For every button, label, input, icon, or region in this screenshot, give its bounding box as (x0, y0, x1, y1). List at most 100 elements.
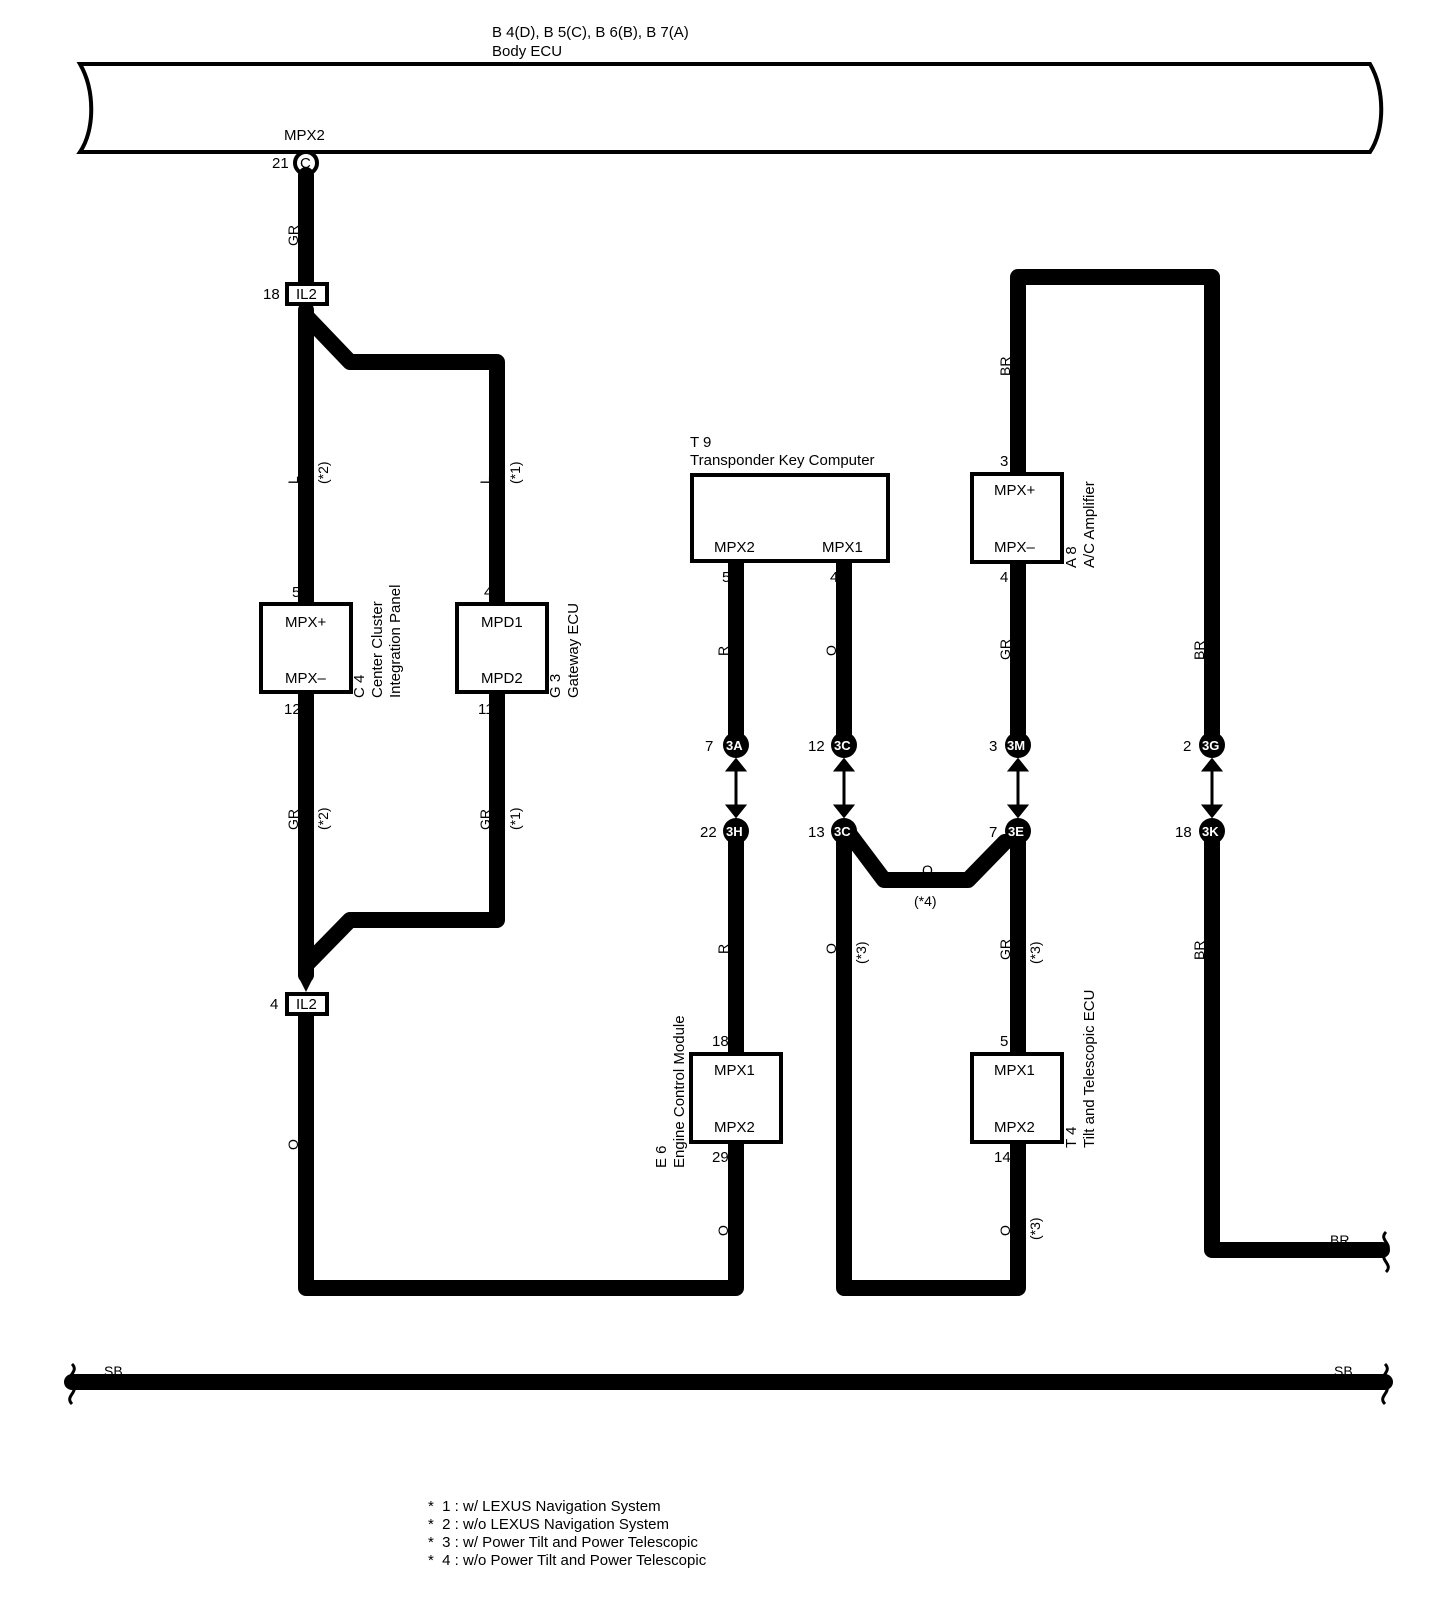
il2-top-box (285, 282, 329, 306)
connector-3a: 3A 7 (705, 732, 749, 758)
connector-3c-top: 3C 12 (808, 732, 857, 758)
label-v4: (*4) (914, 893, 937, 909)
footnotes: * 1 : w/ LEXUS Navigation System * 2 : w… (428, 1498, 706, 1570)
il2-bottom-label: IL2 (296, 996, 317, 1013)
label-o-3: O (823, 943, 839, 954)
mating-arrows (724, 757, 1224, 819)
label-r-1: R (715, 646, 731, 656)
label-o-1: O (285, 1139, 301, 1150)
label-sb-right: SB (1334, 1363, 1353, 1379)
t4-code: T 4 (1063, 1127, 1080, 1148)
connector-3g-pin: 2 (1183, 738, 1191, 755)
label-v2-2: (*2) (315, 807, 331, 830)
body-ecu-connector-list: B 4(D), B 5(C), B 6(B), B 7(A) (492, 24, 689, 41)
label-gr-5: GR (997, 939, 1013, 960)
t4-name: Tilt and Telescopic ECU (1081, 990, 1098, 1148)
connector-3g: 3G 2 (1183, 732, 1225, 758)
e6-pin-bottom: 29 (712, 1149, 729, 1166)
il2-bottom-arrow (298, 976, 314, 992)
label-br-2: BR (1191, 641, 1207, 660)
connector-3m-label: 3M (1007, 738, 1025, 753)
connector-3h-pin: 22 (700, 824, 717, 841)
a8-pin-bottom: 4 (1000, 569, 1008, 586)
connector-3c-top-label: 3C (834, 738, 851, 753)
c4-pin-top: 5 (292, 584, 300, 601)
e6-box (689, 1052, 783, 1144)
wire-br-a8-loop (1010, 269, 1220, 742)
label-gr-3: GR (477, 809, 493, 830)
a8-top-terminal: MPX+ (994, 482, 1036, 499)
label-v3-2: (*3) (1027, 941, 1043, 964)
c4-top-terminal: MPX+ (285, 614, 327, 631)
connector-3h-label: 3H (726, 824, 743, 839)
a8-bottom-terminal: MPX– (994, 539, 1036, 556)
connector-3m-pin: 3 (989, 738, 997, 755)
e6-pin-top: 18 (712, 1033, 729, 1050)
body-ecu-terminal-label: MPX2 (284, 127, 325, 144)
t9-name: Transponder Key Computer (690, 452, 875, 469)
label-l-2: L (477, 476, 493, 484)
label-br-1: BR (997, 357, 1013, 376)
c4-bottom-terminal: MPX– (285, 670, 327, 687)
label-br-3: BR (1191, 941, 1207, 960)
wire-l-branch-to-g3 (298, 308, 505, 612)
c4-box (259, 602, 353, 694)
label-gr-2: GR (285, 809, 301, 830)
footnote-1: * 1 : w/ LEXUS Navigation System (428, 1498, 661, 1515)
footnote-3: * 3 : w/ Power Tilt and Power Telescopic (428, 1534, 698, 1551)
body-ecu-pin: 21 (272, 155, 289, 172)
wires (64, 167, 1393, 1390)
label-l-1: L (285, 476, 301, 484)
connector-3c-bottom-label: 3C (834, 824, 851, 839)
break-symbol-br (1382, 1230, 1390, 1274)
connector-3e: 3E 7 (989, 818, 1031, 844)
a8-pin-top: 3 (1000, 453, 1008, 470)
label-v1-2: (*1) (507, 807, 523, 830)
wire-br-3k-exit (1204, 824, 1390, 1258)
t9-box (690, 473, 890, 563)
c4-name-line1: Center Cluster (369, 601, 386, 698)
e6-name: Engine Control Module (671, 1015, 688, 1168)
label-r-2: R (715, 944, 731, 954)
connector-3g-label: 3G (1202, 738, 1219, 753)
il2-bottom-box (285, 992, 329, 1016)
connector-3e-label: 3E (1008, 824, 1024, 839)
a8-name: A/C Amplifier (1081, 481, 1098, 568)
c4-code: C 4 (351, 675, 368, 698)
connector-3a-pin: 7 (705, 738, 713, 755)
label-o-horizontal: O (922, 862, 933, 878)
g3-pin-bottom: 11 (478, 701, 494, 718)
label-o-5: O (997, 1225, 1013, 1236)
il2-top-pin: 18 (263, 286, 280, 303)
e6-code: E 6 (653, 1145, 670, 1168)
label-v3-3: (*3) (1027, 1217, 1043, 1240)
t4-box (970, 1052, 1064, 1144)
label-v3-1: (*3) (853, 941, 869, 964)
connector-3k-label: 3K (1202, 824, 1219, 839)
body-ecu-connector-letter: C (300, 155, 311, 172)
footnote-4: * 4 : w/o Power Tilt and Power Telescopi… (428, 1552, 707, 1569)
g3-box (455, 602, 549, 694)
t4-pin-bottom: 14 (994, 1149, 1011, 1166)
break-symbol-sb-left (68, 1362, 76, 1406)
label-o-4: O (715, 1225, 731, 1236)
footnote-2: * 2 : w/o LEXUS Navigation System (428, 1516, 669, 1533)
il2-top-label: IL2 (296, 286, 317, 303)
g3-bottom-terminal: MPD2 (481, 670, 523, 687)
connector-3e-pin: 7 (989, 824, 997, 841)
il2-bottom-pin: 4 (270, 996, 278, 1013)
t9-pin-right: 4 (830, 569, 838, 586)
label-br-exit: BR (1330, 1232, 1349, 1248)
wire-o-il2-to-ecm (298, 992, 744, 1296)
label-v2-1: (*2) (315, 461, 331, 484)
wire-o-3c-to-t4 (836, 824, 1026, 1296)
connector-3a-label: 3A (726, 738, 743, 753)
connector-3c-top-pin: 12 (808, 738, 825, 755)
label-gr-1: GR (285, 225, 301, 246)
c4-pin-bottom: 12 (284, 701, 301, 718)
c4-name-line2: Integration Panel (387, 585, 404, 698)
connector-3k: 3K 18 (1175, 818, 1225, 844)
g3-top-terminal: MPD1 (481, 614, 523, 631)
g3-pin-top: 4 (484, 584, 492, 601)
t9-code: T 9 (690, 434, 711, 451)
